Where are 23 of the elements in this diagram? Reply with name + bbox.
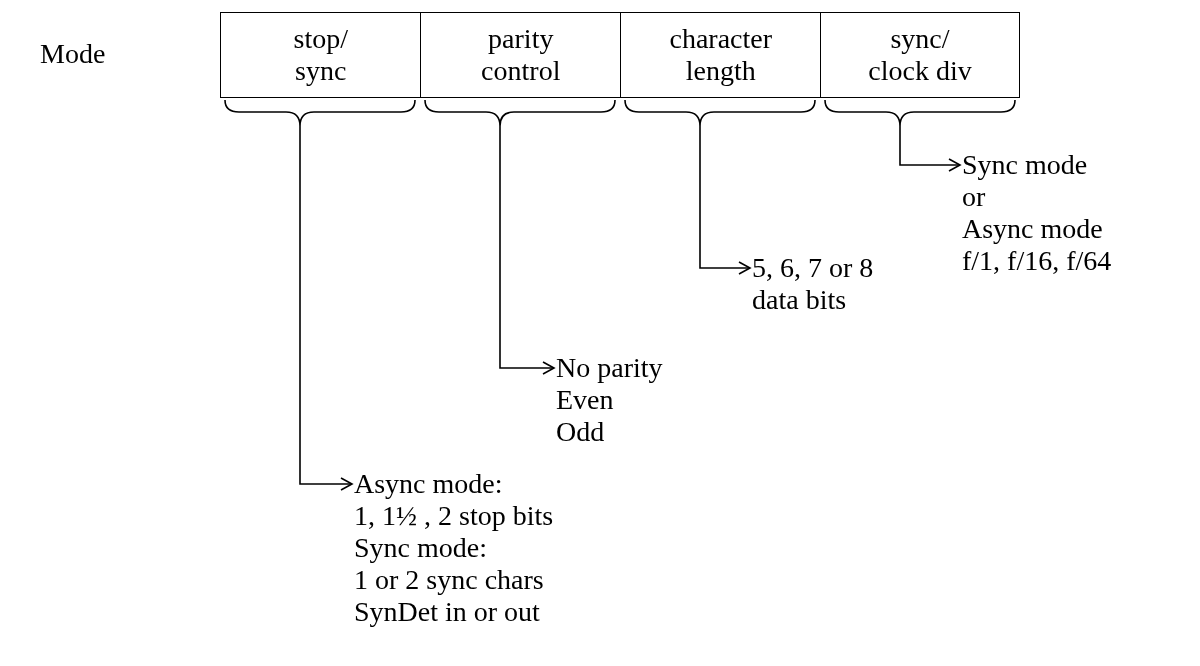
note-text: data bits [752,284,848,316]
note-text: 1 or 2 sync chars [354,564,545,596]
row-label: Mode [40,38,106,70]
note-text: 5, 6, 7 or 8 [752,252,874,284]
note-text: or [962,181,987,213]
note-text: No parity [556,352,663,384]
leader-arrow [299,125,353,491]
note-text: f/1, f/16, f/64 [962,245,1112,277]
register-field: character length [620,12,822,98]
note-text: Sync mode: [354,532,488,564]
note-text: Even [556,384,615,416]
note-text: Async mode [962,213,1104,245]
note-text: 1, 1½ , 2 stop bits [354,500,554,532]
note-text: SynDet in or out [354,596,541,628]
register-field: stop/ sync [220,12,422,98]
note-text: Async mode: [354,468,504,500]
register-field: parity control [420,12,622,98]
note-text: Odd [556,416,606,448]
register-field: sync/ clock div [820,12,1020,98]
leader-arrow [699,125,751,275]
leader-arrow [899,125,961,172]
leader-arrow [499,125,555,375]
note-text: Sync mode [962,149,1089,181]
